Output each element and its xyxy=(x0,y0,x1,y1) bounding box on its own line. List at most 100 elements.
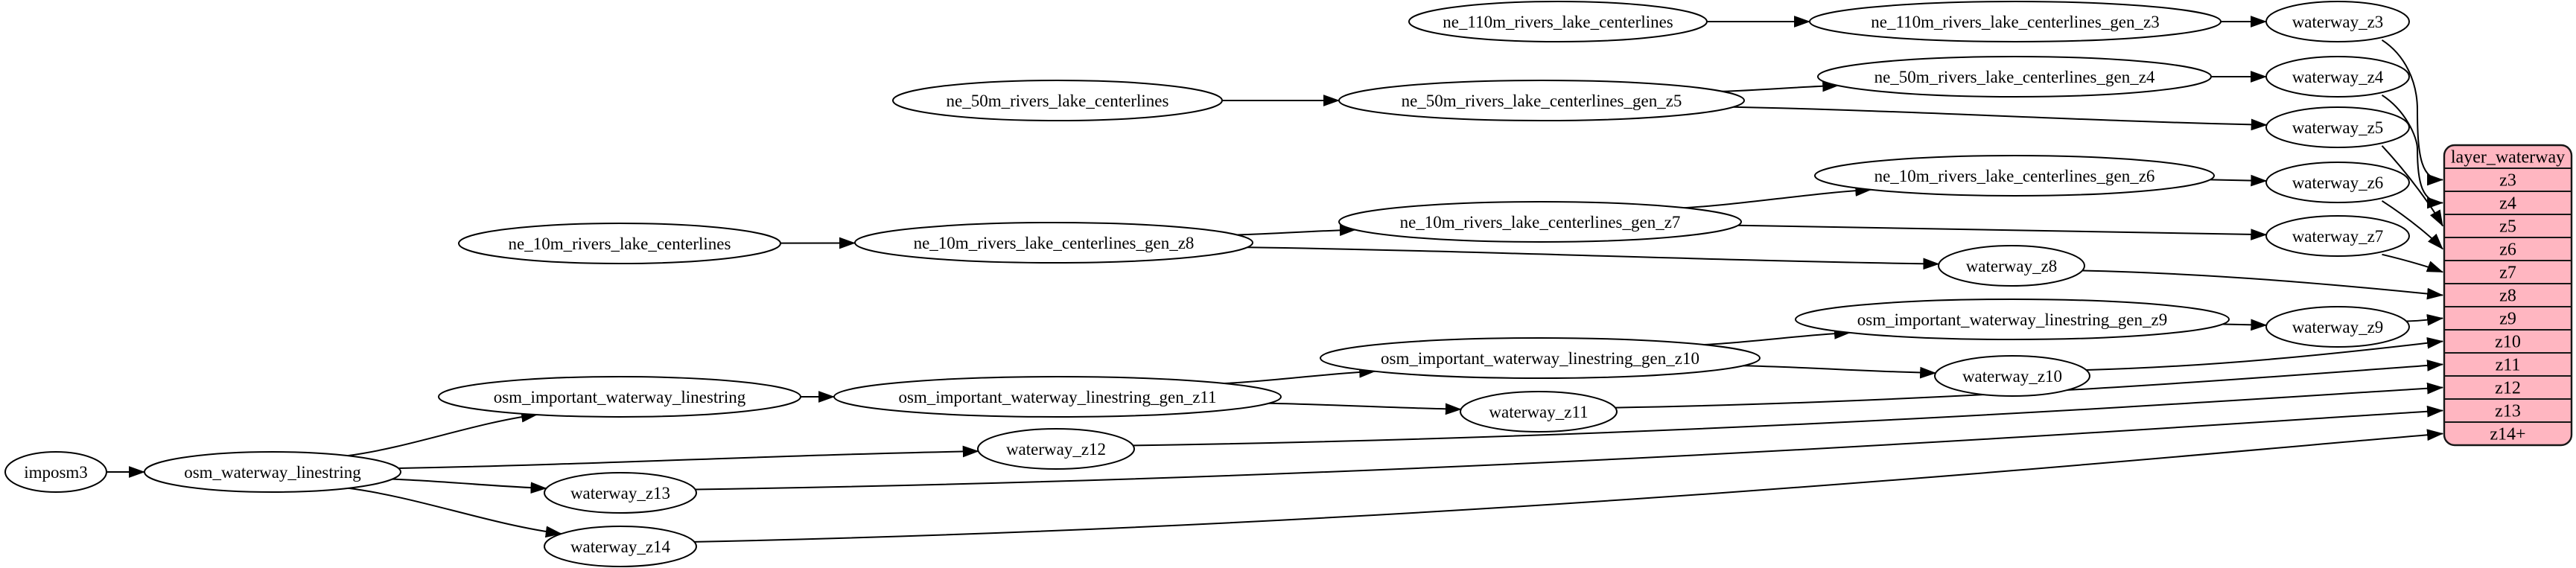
edge-ne_10m_rivers_lake_centerlines_gen_z8-to-ne_10m_rivers_lake_centerlines_gen_z7 xyxy=(1236,224,1356,237)
edge-waterway_z9-to-layer_waterway-z9 xyxy=(2406,313,2444,326)
node-shape xyxy=(544,526,697,567)
node-label: imposm3 xyxy=(24,463,88,482)
edge-osm_waterway_linestring-to-osm_important_waterway_linestring xyxy=(347,410,538,457)
edge-ne_50m_rivers_lake_centerlines_gen_z5-to-ne_50m_rivers_lake_centerlines_gen_z4 xyxy=(1722,80,1839,92)
node-shape xyxy=(892,80,1223,121)
table-row-z9: z9 xyxy=(2499,310,2516,329)
edge-osm_important_waterway_linestring_gen_z10-to-osm_important_waterway_linestring_gen_z9 xyxy=(1703,328,1851,345)
node-label: ne_10m_rivers_lake_centerlines xyxy=(509,234,731,253)
node-waterway_z14: waterway_z14 xyxy=(544,526,697,567)
table-row-z3: z3 xyxy=(2499,171,2516,191)
node-label: ne_50m_rivers_lake_centerlines xyxy=(947,92,1169,110)
node-waterway_z8: waterway_z8 xyxy=(1938,245,2085,287)
node-shape xyxy=(2265,215,2410,257)
edge-osm_waterway_linestring-to-waterway_z12 xyxy=(398,445,979,469)
node-shape xyxy=(833,376,1282,418)
table-row-z6: z6 xyxy=(2499,240,2516,260)
node-shape xyxy=(1938,245,2085,287)
node-shape xyxy=(977,428,1135,470)
edge-osm_waterway_linestring-to-waterway_z14 xyxy=(348,487,562,538)
node-waterway_z9: waterway_z9 xyxy=(2265,306,2410,348)
node-waterway_z13: waterway_z13 xyxy=(544,472,697,514)
node-shape xyxy=(4,451,107,493)
node-label: osm_waterway_linestring xyxy=(184,463,361,482)
edge-waterway_z6-to-layer_waterway-z6 xyxy=(2381,200,2443,250)
node-shape xyxy=(1817,56,2212,98)
node-shape xyxy=(1408,1,1708,42)
node-shape xyxy=(1460,391,1618,433)
node-osm_important_waterway_linestring_gen_z11: osm_important_waterway_linestring_gen_z1… xyxy=(833,376,1282,418)
node-layer: imposm3 osm_waterway_linestring ne_110m_ri… xyxy=(4,1,2573,567)
node-ne_50m_rivers_lake_centerlines_gen_z4: ne_50m_rivers_lake_centerlines_gen_z4 xyxy=(1817,56,2212,98)
node-label: waterway_z11 xyxy=(1489,403,1588,421)
node-ne_10m_rivers_lake_centerlines_gen_z8: ne_10m_rivers_lake_centerlines_gen_z8 xyxy=(854,222,1253,264)
edge-layer xyxy=(106,16,2444,543)
table-row-z12: z12 xyxy=(2495,379,2521,398)
node-shape xyxy=(458,223,781,264)
node-label: osm_important_waterway_linestring_gen_z9 xyxy=(1857,310,2167,329)
edge-ne_10m_rivers_lake_centerlines_gen_z7-to-ne_10m_rivers_lake_centerlines_gen_z6 xyxy=(1684,185,1872,209)
node-osm_important_waterway_linestring_gen_z10: osm_important_waterway_linestring_gen_z1… xyxy=(1320,337,1761,379)
node-label: waterway_z9 xyxy=(2292,318,2384,336)
node-osm_important_waterway_linestring: osm_important_waterway_linestring xyxy=(438,376,801,418)
table-row-z14plus: z14+ xyxy=(2490,425,2525,444)
node-waterway_z5: waterway_z5 xyxy=(2265,106,2410,148)
edge-waterway_z13-to-layer_waterway-z13 xyxy=(695,405,2444,491)
edge-osm_important_waterway_linestring_gen_z11-to-waterway_z11 xyxy=(1268,402,1462,415)
node-shape xyxy=(1338,80,1745,121)
table-header: layer_waterway xyxy=(2451,148,2565,167)
node-waterway_z11: waterway_z11 xyxy=(1460,391,1618,433)
node-label: waterway_z8 xyxy=(1966,257,2058,275)
node-ne_50m_rivers_lake_centerlines_gen_z5: ne_50m_rivers_lake_centerlines_gen_z5 xyxy=(1338,80,1745,121)
edge-waterway_z11-to-layer_waterway-z11 xyxy=(1615,360,2444,409)
node-label: ne_10m_rivers_lake_centerlines_gen_z6 xyxy=(1874,167,2155,185)
edge-waterway_z4-to-layer_waterway-z4 xyxy=(2381,94,2444,209)
edge-ne_10m_rivers_lake_centerlines_gen_z6-to-waterway_z6 xyxy=(2210,174,2268,187)
node-waterway_z7: waterway_z7 xyxy=(2265,215,2410,257)
node-waterway_z4: waterway_z4 xyxy=(2265,56,2410,98)
node-label: waterway_z14 xyxy=(570,537,671,556)
node-label: ne_110m_rivers_lake_centerlines xyxy=(1443,13,1673,31)
layer-waterway-table: layer_waterwayz3z4z5z6z7z8z9z10z11z12z13… xyxy=(2443,144,2573,447)
node-imposm3: imposm3 xyxy=(4,451,107,493)
node-label: ne_50m_rivers_lake_centerlines_gen_z4 xyxy=(1874,68,2155,86)
node-label: waterway_z5 xyxy=(2292,118,2384,137)
node-label: ne_10m_rivers_lake_centerlines_gen_z7 xyxy=(1400,213,1681,232)
table-background xyxy=(2443,144,2573,447)
table-row-z11: z11 xyxy=(2496,356,2521,375)
node-waterway_z6: waterway_z6 xyxy=(2265,162,2410,203)
node-shape xyxy=(544,472,697,514)
edge-waterway_z12-to-layer_waterway-z12 xyxy=(1133,382,2444,447)
node-waterway_z10: waterway_z10 xyxy=(1934,355,2090,397)
node-label: ne_110m_rivers_lake_centerlines_gen_z3 xyxy=(1871,13,2159,31)
node-shape xyxy=(1338,201,1742,243)
node-ne_110m_rivers_lake_centerlines_gen_z3: ne_110m_rivers_lake_centerlines_gen_z3 xyxy=(1809,1,2222,42)
node-waterway_z3: waterway_z3 xyxy=(2265,1,2410,42)
node-shape xyxy=(2265,56,2410,98)
edge-osm_important_waterway_linestring_gen_z10-to-waterway_z10 xyxy=(1743,365,1937,379)
node-label: ne_10m_rivers_lake_centerlines_gen_z8 xyxy=(914,234,1195,252)
node-shape xyxy=(1809,1,2222,42)
table-row-z4: z4 xyxy=(2499,194,2516,214)
edge-osm_waterway_linestring-to-waterway_z13 xyxy=(392,478,547,494)
node-shape xyxy=(854,222,1253,264)
node-ne_50m_rivers_lake_centerlines: ne_50m_rivers_lake_centerlines xyxy=(892,80,1223,121)
node-shape xyxy=(1795,299,2230,340)
node-shape xyxy=(2265,162,2410,203)
node-shape xyxy=(1320,337,1761,379)
node-osm_important_waterway_linestring_gen_z9: osm_important_waterway_linestring_gen_z9 xyxy=(1795,299,2230,340)
edge-waterway_z8-to-layer_waterway-z8 xyxy=(2082,269,2444,300)
node-shape xyxy=(1934,355,2090,397)
node-label: waterway_z10 xyxy=(1962,367,2062,386)
node-ne_10m_rivers_lake_centerlines: ne_10m_rivers_lake_centerlines xyxy=(458,223,781,264)
edge-waterway_z3-to-layer_waterway-z3 xyxy=(2381,39,2444,186)
node-label: osm_important_waterway_linestring_gen_z1… xyxy=(898,388,1216,406)
table-row-z10: z10 xyxy=(2495,333,2521,352)
edge-ne_50m_rivers_lake_centerlines_gen_z5-to-waterway_z5 xyxy=(1733,106,2268,131)
edge-ne_10m_rivers_lake_centerlines_gen_z8-to-waterway_z8 xyxy=(1247,246,1940,270)
node-ne_10m_rivers_lake_centerlines_gen_z7: ne_10m_rivers_lake_centerlines_gen_z7 xyxy=(1338,201,1742,243)
node-shape xyxy=(2265,106,2410,148)
node-label: osm_important_waterway_linestring_gen_z1… xyxy=(1381,349,1699,368)
node-ne_10m_rivers_lake_centerlines_gen_z6: ne_10m_rivers_lake_centerlines_gen_z6 xyxy=(1814,155,2215,197)
